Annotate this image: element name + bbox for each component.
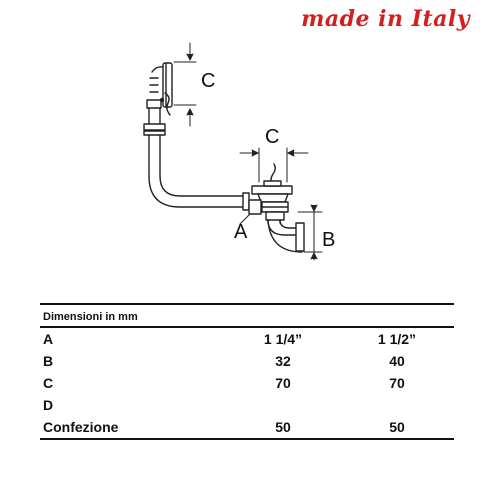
- row-value-1: 1 1/4”: [263, 331, 303, 347]
- row-value-2: 70: [389, 375, 405, 391]
- row-label: C: [43, 375, 54, 391]
- table-row: Confezione 50 50: [40, 416, 454, 438]
- row-label: A: [43, 331, 54, 347]
- row-value-1: 70: [275, 375, 291, 391]
- outlet-pipe: [267, 219, 305, 253]
- dimension-a-leader: [239, 213, 251, 225]
- table-row: B 32 40: [40, 350, 454, 372]
- table-row: C 70 70: [40, 372, 454, 394]
- table-top-rule: [40, 303, 454, 305]
- dimension-c-mid: [239, 147, 309, 183]
- label-a: A: [234, 221, 248, 243]
- overflow-pipe: [143, 107, 250, 211]
- table-bottom-rule: [40, 438, 454, 440]
- row-value-2: 1 1/2”: [377, 331, 417, 347]
- table-row: A 1 1/4” 1 1/2”: [40, 328, 454, 350]
- row-value-2: 50: [389, 419, 405, 435]
- overflow-head: [146, 62, 173, 116]
- table-header-rule: [40, 326, 454, 328]
- dimension-c-top: [173, 42, 197, 127]
- table-row: D: [40, 394, 454, 416]
- label-b: B: [322, 229, 335, 251]
- row-label: Confezione: [43, 419, 119, 435]
- dimension-b: [297, 204, 323, 261]
- drain-assembly-diagram: C C A B: [143, 42, 335, 261]
- row-label: B: [43, 353, 54, 369]
- label-c-mid: C: [265, 126, 279, 148]
- table-heading: Dimensioni in mm: [43, 311, 138, 323]
- label-c-top: C: [201, 70, 215, 92]
- row-value-1: 32: [275, 353, 291, 369]
- row-value-2: 40: [389, 353, 405, 369]
- drain-body: [248, 163, 293, 221]
- row-label: D: [43, 397, 54, 413]
- made-in-italy-logo: made in Italy: [301, 6, 470, 32]
- row-value-1: 50: [275, 419, 291, 435]
